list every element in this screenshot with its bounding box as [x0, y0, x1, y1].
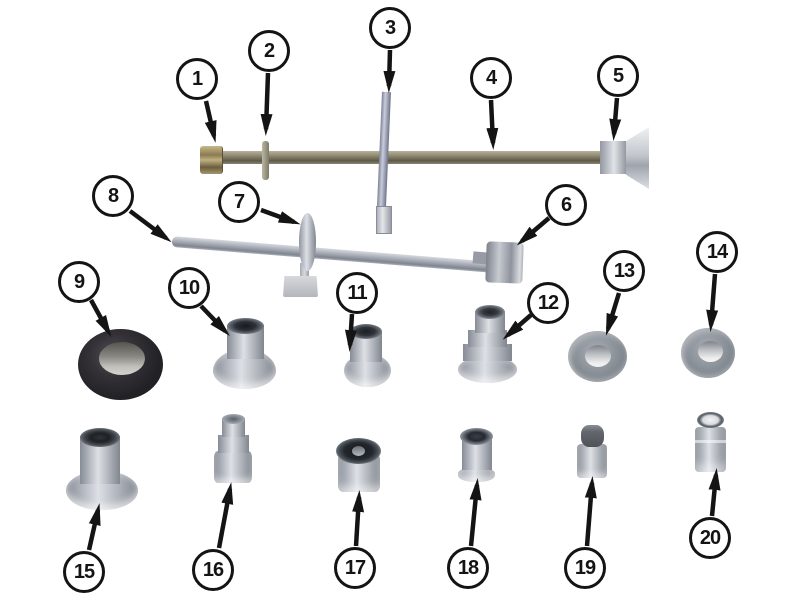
callout-1: 1 — [176, 58, 218, 100]
part-15-bushing-top-face — [80, 428, 120, 447]
callout-label: 11 — [347, 281, 367, 304]
callout-label: 5 — [612, 64, 624, 87]
part-14-washer-hole — [698, 341, 723, 362]
callout-5: 5 — [597, 55, 639, 97]
part-18-bushing-flange — [458, 467, 495, 482]
part-5-end-cylinder — [600, 141, 628, 174]
part-4-threaded-rod — [220, 151, 606, 164]
callout-label: 18 — [457, 556, 479, 579]
callout-label: 3 — [384, 16, 396, 39]
part-20-bushing-step-line — [695, 440, 726, 443]
part-12-stepped-bushing-top-face — [475, 305, 505, 319]
part-16-stepped-bushing-top-face — [222, 414, 245, 424]
callout-18: 18 — [447, 547, 489, 589]
part-3-cross-handle-end — [376, 206, 392, 234]
part-1-hex-head — [200, 146, 223, 174]
callout-label: 14 — [706, 240, 728, 263]
part-13-washer-hole — [585, 345, 611, 367]
callout-19: 19 — [564, 547, 606, 589]
callout-11: 11 — [336, 272, 378, 314]
callout-10: 10 — [168, 267, 210, 309]
part-12-stepped-bushing-tier3 — [463, 344, 512, 361]
callout-label: 8 — [107, 184, 119, 207]
callout-label: 7 — [233, 190, 245, 213]
part-7-collar-disc — [299, 213, 316, 271]
callout-label: 1 — [191, 67, 203, 90]
callout-2: 2 — [248, 30, 290, 72]
callout-label: 17 — [344, 556, 366, 579]
part-20-bushing-body — [695, 427, 726, 472]
callout-6: 6 — [545, 184, 587, 226]
part-16-stepped-bushing-tier3 — [214, 451, 252, 483]
callout-label: 12 — [537, 291, 559, 314]
callout-label: 19 — [574, 556, 596, 579]
part-17-bushing-hole — [352, 446, 365, 456]
part-7-stem — [300, 263, 309, 280]
callout-20: 20 — [689, 517, 731, 559]
callout-3: 3 — [369, 7, 411, 49]
callout-12: 12 — [527, 282, 569, 324]
callout-label: 9 — [73, 270, 85, 293]
callout-9: 9 — [58, 261, 100, 303]
callout-label: 15 — [73, 560, 95, 583]
part-11-bushing-top-face — [350, 324, 382, 339]
callout-15: 15 — [63, 551, 105, 593]
callout-8: 8 — [92, 175, 134, 217]
part-19-pin-top — [581, 425, 604, 447]
callout-label: 6 — [560, 193, 572, 216]
callout-7: 7 — [218, 181, 260, 223]
callout-label: 20 — [699, 526, 721, 549]
part-2-stop-collar — [262, 141, 269, 180]
part-19-pin-body — [577, 444, 607, 478]
callout-label: 2 — [263, 39, 275, 62]
callout-4: 4 — [470, 57, 512, 99]
part-10-bushing-top-face — [227, 318, 264, 334]
part-18-bushing-top-face — [460, 428, 493, 445]
callout-16: 16 — [192, 549, 234, 591]
part-20-bushing-top-face — [697, 412, 724, 428]
callout-label: 16 — [202, 558, 224, 581]
callout-17: 17 — [334, 547, 376, 589]
callout-label: 4 — [485, 66, 497, 89]
part-9-black-washer-hole — [99, 342, 145, 375]
part-12-stepped-bushing-tier2 — [468, 330, 507, 347]
callout-label: 10 — [178, 276, 200, 299]
callout-13: 13 — [603, 250, 645, 292]
part-7-foot — [283, 276, 318, 297]
part-16-stepped-bushing-tier2 — [218, 435, 249, 453]
part-5-flared-cone — [626, 127, 649, 189]
callout-14: 14 — [696, 231, 738, 273]
callout-label: 13 — [613, 259, 635, 282]
